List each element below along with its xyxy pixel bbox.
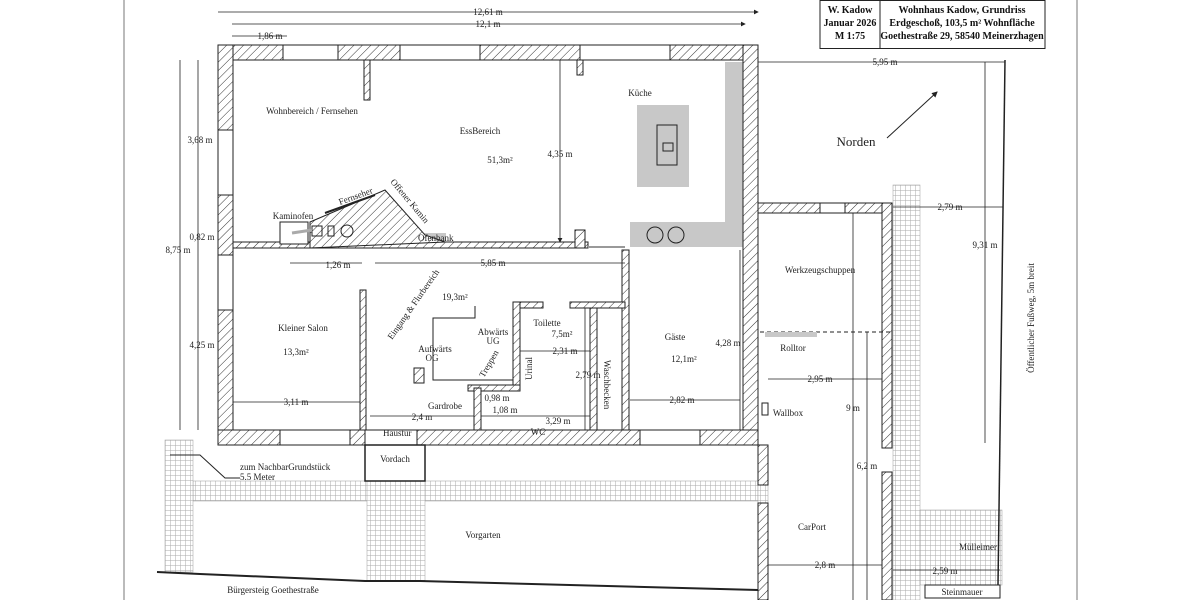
label-kueche: Küche: [628, 88, 652, 98]
date: Januar 2026: [824, 18, 877, 29]
address: Goethestraße 29, 58540 Meinerzhagen: [880, 31, 1044, 42]
label-muelleimer: Mülleimer: [959, 542, 997, 552]
label-toilette-area: 7,5m²: [552, 329, 573, 339]
sink-icon: [646, 226, 664, 244]
plan-title: Wohnhaus Kadow, Grundriss: [899, 5, 1026, 16]
dim-1-08: 1,08 m: [492, 405, 517, 415]
dim-6-2: 6,2 m: [857, 461, 878, 471]
label-vorgarten: Vorgarten: [465, 530, 501, 540]
label-essbereich: EssBereich: [460, 126, 501, 136]
dim-2-59: 2,59 m: [932, 566, 957, 576]
dim-2-4: 2,4 m: [412, 412, 433, 422]
property-line: [997, 59, 1006, 586]
label-main-area: 51,3m²: [487, 155, 513, 165]
title-block: W. Kadow Januar 2026 M 1:75 Wohnhaus Kad…: [819, 0, 1046, 49]
label-ug: UG: [487, 336, 500, 346]
label-fussweg: Öffentlicher Fußweg, 5m breit: [1026, 263, 1036, 373]
sidewalk-edge: [156, 571, 759, 591]
steinmauer-wall: [924, 584, 1001, 599]
label-eingang-area: 19,3m²: [442, 292, 468, 302]
label-wc: WC: [531, 427, 546, 437]
vordach-canopy: [364, 444, 426, 482]
label-werkzeugschuppen: Werkzeugschuppen: [785, 265, 856, 275]
label-nachbar-1: zum NachbarGrundstück: [240, 462, 331, 472]
north-arrow-icon: [886, 91, 938, 139]
label-og: OG: [426, 353, 439, 363]
dim-2-79: 2,79 m: [937, 202, 962, 212]
dim-9: 9 m: [846, 403, 860, 413]
cooktop-icon: [656, 124, 678, 166]
scale: M 1:75: [835, 31, 865, 42]
dim-8-75: 8,75 m: [165, 245, 190, 255]
dim-4-25: 4,25 m: [189, 340, 214, 350]
label-carport: CarPort: [798, 522, 826, 532]
label-wohnbereich: Wohnbereich / Fernsehen: [266, 106, 358, 116]
label-kaminofen: Kaminofen: [273, 211, 314, 221]
kitchen-counter: [725, 62, 745, 242]
label-buergersteig: Bürgersteig Goethestraße: [227, 585, 319, 595]
label-rolltor: Rolltor: [780, 343, 806, 353]
dim-9-31: 9,31 m: [972, 240, 997, 250]
label-treppen: Treppen: [477, 348, 501, 379]
label-nachbar-2: 5.5 Meter: [240, 472, 275, 482]
dim-3-68: 3,68 m: [187, 135, 212, 145]
label-haustuer: Haustür: [383, 428, 412, 438]
kitchen-counter-lower: [630, 222, 745, 247]
dim-inner-width: 12,1 m: [475, 19, 500, 29]
dim-2-31: 2,31 m: [552, 346, 577, 356]
paving: [164, 184, 1003, 600]
label-aufwaerts: Aufwärts: [418, 344, 452, 354]
wallbox-icon: [761, 402, 769, 416]
dim-1-86: 1,86 m: [257, 31, 282, 41]
label-salon-area: 13,3m²: [283, 347, 309, 357]
floor-info: Erdgeschoß, 103,5 m² Wohnfläche: [889, 18, 1035, 29]
dim-2-8: 2,8 m: [815, 560, 836, 570]
dim-3-29: 3,29 m: [545, 416, 570, 426]
label-ofenbank: Ofenbank: [418, 233, 454, 243]
label-wallbox: Wallbox: [773, 408, 804, 418]
label-kleiner-salon: Kleiner Salon: [278, 323, 328, 333]
dim-3-11: 3,11 m: [284, 397, 309, 407]
dim-2-95: 2,95 m: [807, 374, 832, 384]
dim-5-85: 5,85 m: [480, 258, 505, 268]
label-toilette: Toilette: [533, 318, 560, 328]
dim-0-82: 0,82 m: [189, 232, 214, 242]
label-norden: Norden: [837, 134, 876, 149]
label-steinmauer: Steinmauer: [942, 587, 983, 597]
dimension-lines: [179, 9, 1005, 600]
dimension-labels: 12,61 m 12,1 m 1,86 m 3,68 m 0,82 m 8,75…: [165, 7, 997, 576]
label-gardrobe: Gardrobe: [428, 401, 462, 411]
dim-1-26: 1,26 m: [325, 260, 350, 270]
dim-4-28: 4,28 m: [715, 338, 740, 348]
label-gaeste-area: 12,1m²: [671, 354, 697, 364]
label-gaeste: Gäste: [665, 332, 686, 342]
dim-5-95: 5,95 m: [872, 57, 897, 67]
shed-carport-walls: [364, 202, 1001, 600]
house-walls: [217, 44, 759, 446]
label-vordach: Vordach: [380, 454, 410, 464]
dim-2-82: 2,82 m: [669, 395, 694, 405]
dim-total-width: 12,61 m: [473, 7, 503, 17]
dim-0-98: 0,98 m: [484, 393, 509, 403]
label-urinal: Urinal: [524, 357, 534, 380]
label-waschbecken: Waschbecken: [602, 360, 612, 410]
neighbor-pointer: [170, 454, 240, 479]
author: W. Kadow: [828, 5, 873, 16]
label-abwaerts: Abwärts: [478, 327, 509, 337]
dim-4-35: 4,35 m: [547, 149, 572, 159]
dim-2-79-wc: 2,79 m: [575, 370, 600, 380]
